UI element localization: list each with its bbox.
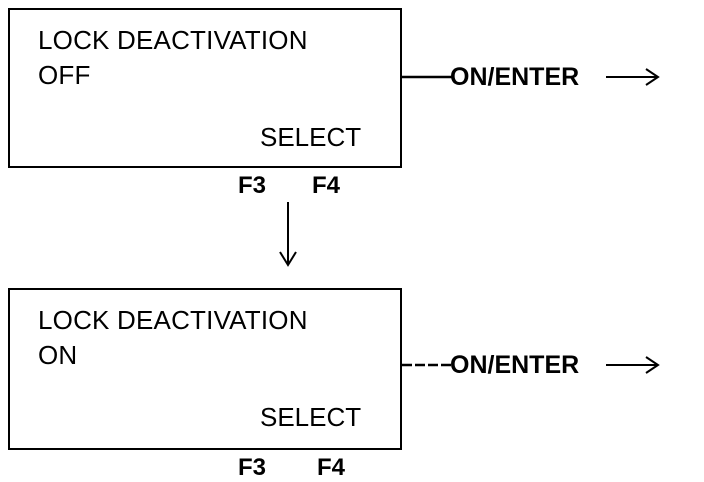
screen-state-value: OFF xyxy=(38,60,91,90)
down-arrow-icon xyxy=(279,202,297,267)
f3-key-label[interactable]: F3 xyxy=(238,172,267,199)
f3-key-label[interactable]: F3 xyxy=(238,454,267,481)
screen-title: LOCK DEACTIVATION xyxy=(38,305,308,335)
f4-key-label[interactable]: F4 xyxy=(312,172,341,199)
right-arrow-icon xyxy=(606,356,660,374)
select-softkey-label: SELECT xyxy=(260,122,362,152)
right-arrow-icon xyxy=(606,68,660,86)
on-enter-label: ON/ENTER xyxy=(450,351,580,379)
f4-key-label[interactable]: F4 xyxy=(317,454,346,481)
on-enter-label: ON/ENTER xyxy=(450,63,580,91)
display-screen-lock-off: LOCK DEACTIVATION OFF SELECT xyxy=(8,8,402,168)
screen-state-value: ON xyxy=(38,340,78,370)
screen-title: LOCK DEACTIVATION xyxy=(38,25,308,55)
select-softkey-label: SELECT xyxy=(260,402,362,432)
display-screen-lock-on: LOCK DEACTIVATION ON SELECT xyxy=(8,288,402,450)
